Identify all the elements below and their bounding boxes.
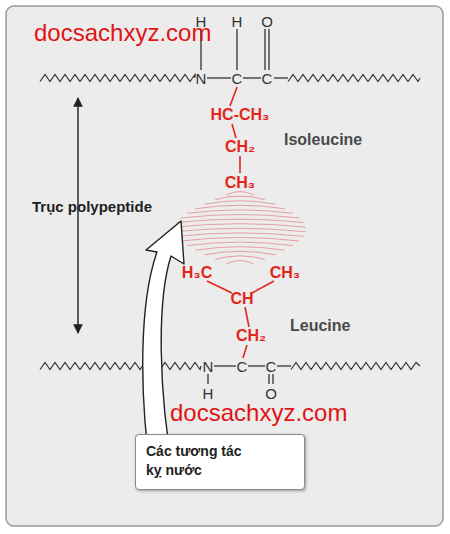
atom-label: H	[203, 386, 214, 401]
contour-line	[187, 210, 293, 214]
side-chain-group: CH₂	[236, 328, 266, 344]
contour-line	[195, 205, 285, 209]
hydrophobic-zone	[174, 192, 305, 265]
side-chain-group: CH₂	[225, 139, 255, 155]
atom-label: C	[266, 359, 277, 374]
chain-zigzag	[288, 75, 420, 82]
atom-label: C	[237, 359, 248, 374]
contour-line	[195, 247, 285, 251]
watermark: docsachxyz.com	[34, 21, 211, 45]
atom-label: O	[265, 386, 277, 401]
contour-line	[205, 251, 276, 255]
side-chain-group: HC-CH₃	[211, 107, 270, 123]
contour-line	[181, 215, 299, 219]
chain-zigzag	[40, 75, 195, 82]
contour-line	[176, 233, 303, 237]
contour-line	[181, 238, 299, 242]
atom-label: N	[203, 359, 214, 374]
residue-name: Leucine	[290, 318, 350, 334]
chain-zigzag	[40, 363, 201, 370]
watermark: docsachxyz.com	[170, 401, 347, 425]
contour-line	[215, 256, 265, 260]
side-chain-group: H₃C	[182, 265, 213, 281]
contour-line	[226, 192, 253, 196]
contour-line	[226, 261, 253, 265]
axis-label: Trục polypeptide	[32, 198, 152, 217]
contour-line	[174, 224, 305, 228]
atom-label: C	[232, 71, 243, 86]
atom-label: C	[262, 71, 273, 86]
contour-line	[187, 242, 293, 246]
atom-label: H	[196, 14, 207, 29]
polypeptide-chain	[40, 75, 420, 370]
residue-name: Isoleucine	[284, 132, 362, 148]
chain-zigzag	[291, 363, 420, 370]
axis-arrow	[77, 98, 78, 333]
contour-line	[215, 196, 265, 200]
atom-label: N	[196, 71, 207, 86]
callout-box: Các tương tác kỵ nước	[135, 434, 305, 490]
backbone-bonds	[201, 29, 291, 384]
side-chain-group: CH	[230, 291, 253, 307]
panel	[6, 6, 443, 526]
atom-label: O	[261, 14, 273, 29]
side-chain-group: CH₃	[225, 175, 256, 191]
callout-text: Các tương tác kỵ nước	[146, 442, 258, 480]
contour-line	[205, 201, 276, 205]
contour-line	[176, 219, 303, 223]
atom-label: H	[232, 14, 243, 29]
side-chain-bonds	[207, 87, 274, 358]
side-chain-group: CH₃	[270, 265, 301, 281]
contour-line	[174, 228, 305, 232]
